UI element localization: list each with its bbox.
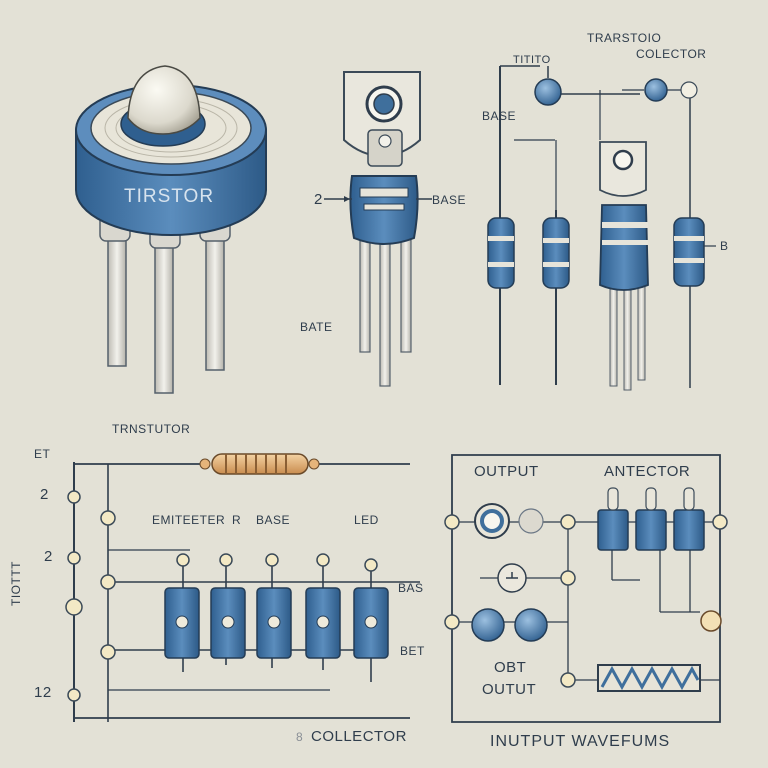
panel-nodes bbox=[444, 514, 728, 688]
top-right-components bbox=[487, 65, 716, 391]
label-collector-prefix: 8 bbox=[296, 730, 304, 744]
label-tititio: TITITO bbox=[513, 54, 551, 66]
label-b: B bbox=[720, 239, 729, 253]
label-trarstoio: TRARSTOIO bbox=[587, 31, 662, 45]
label-to220-base: BASE bbox=[432, 193, 467, 207]
label-outut: OUTUT bbox=[482, 681, 537, 698]
label-12: 12 bbox=[34, 684, 52, 701]
label-bate: BATE bbox=[300, 320, 333, 334]
label-r: R bbox=[232, 513, 242, 527]
label-output: OUTPUT bbox=[474, 463, 539, 480]
label-obt: OBT bbox=[494, 659, 527, 676]
label-bas: BAS bbox=[398, 581, 424, 595]
transistor-row bbox=[164, 587, 389, 659]
label-vertical: TIOTTT bbox=[9, 561, 23, 606]
label-led: LED bbox=[354, 513, 379, 527]
caption-trnstutor: TRNSTUTOR bbox=[112, 422, 191, 436]
round-transistor bbox=[75, 65, 267, 394]
label-waveform: INUTPUT WAVEFUMS bbox=[490, 733, 671, 750]
label-et: ET bbox=[34, 447, 51, 461]
label-to220-num: 2 bbox=[314, 191, 323, 208]
label-2a: 2 bbox=[40, 486, 49, 503]
output-components bbox=[471, 487, 722, 692]
label-colector: COLECTOR bbox=[636, 47, 707, 61]
label-collector: COLLECTOR bbox=[311, 728, 407, 745]
label-base-mid: BASE bbox=[256, 513, 291, 527]
label-emitter: EMITEETER bbox=[152, 513, 226, 527]
label-2b: 2 bbox=[44, 548, 53, 565]
to220-transistor bbox=[324, 71, 432, 387]
left-nodes bbox=[65, 490, 378, 702]
label-base-right: BASE bbox=[482, 109, 517, 123]
copper-resistor bbox=[199, 453, 320, 475]
label-antector: ANTECTOR bbox=[604, 463, 691, 480]
device-logo-text: TIRSTOR bbox=[124, 186, 215, 207]
label-bet: BET bbox=[400, 644, 425, 658]
